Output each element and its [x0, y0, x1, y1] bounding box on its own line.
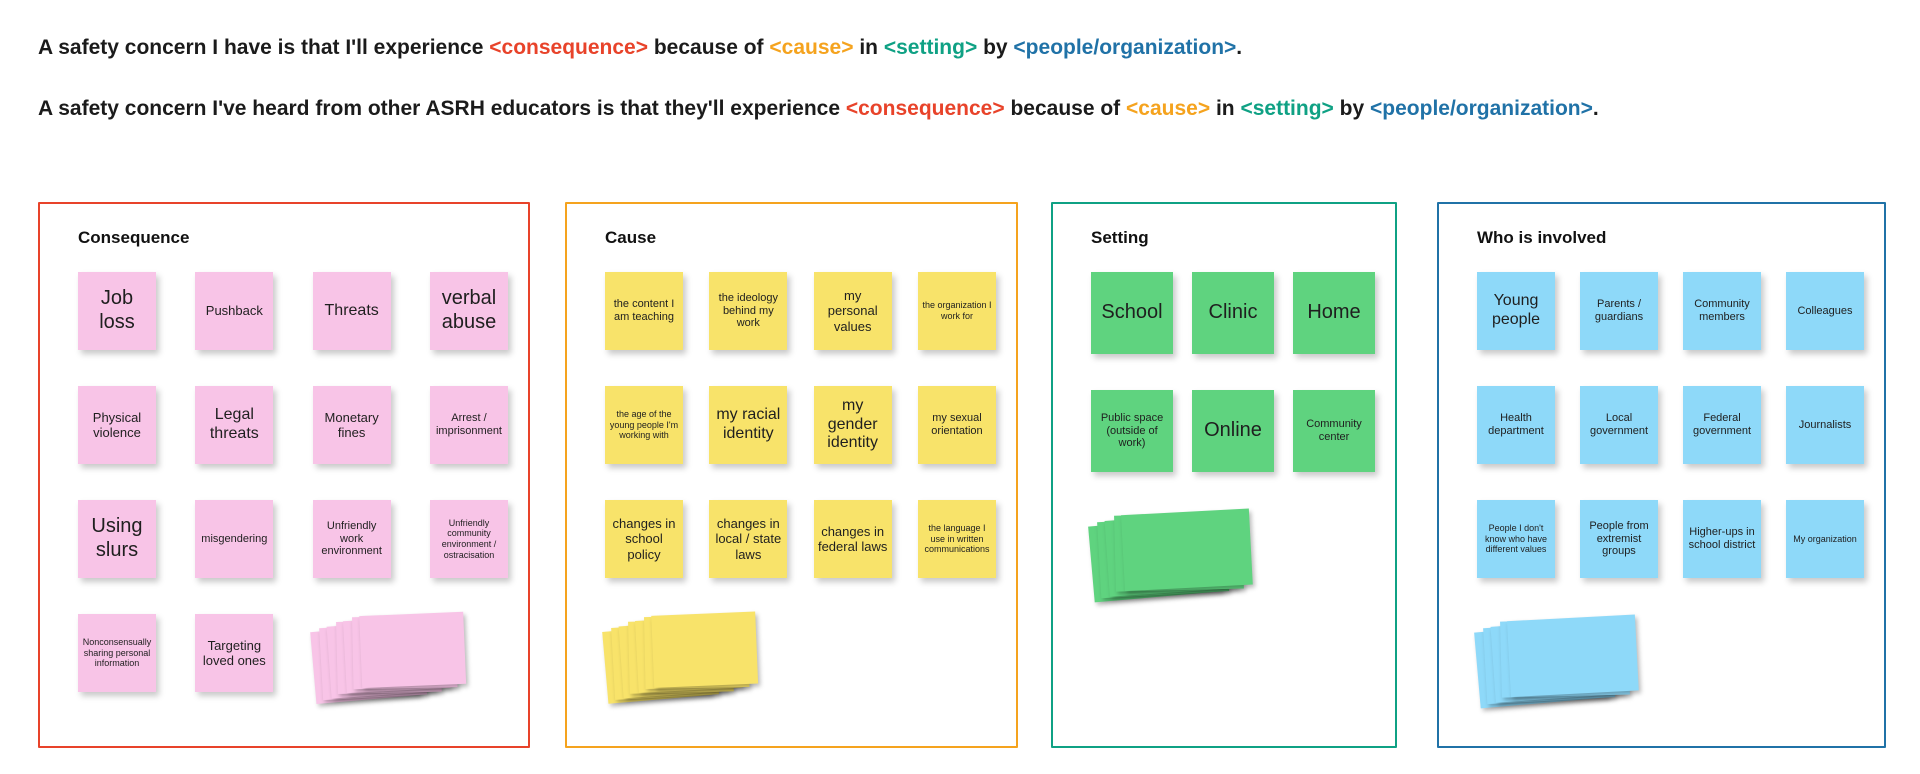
consequence-token: <consequence>: [845, 97, 1005, 120]
setting-token: <setting>: [1240, 97, 1334, 120]
sticky-note[interactable]: Parents / guardians: [1580, 272, 1658, 350]
sticky-note[interactable]: changes in federal laws: [813, 500, 892, 578]
sticky-note[interactable]: changes in school policy: [605, 500, 683, 578]
note-stack[interactable]: [1474, 611, 1659, 709]
stacked-note: [1120, 508, 1253, 592]
sticky-note[interactable]: Clinic: [1192, 272, 1274, 354]
sticky-note[interactable]: Health department: [1477, 386, 1555, 464]
consequence-token: <consequence>: [489, 36, 648, 59]
sticky-note[interactable]: People from extremist groups: [1580, 500, 1658, 578]
sticky-note[interactable]: Using slurs: [78, 500, 156, 578]
sticky-note[interactable]: the ideology behind my work: [709, 272, 788, 350]
sticky-note[interactable]: the age of the young people I'm working …: [605, 386, 683, 464]
sticky-note[interactable]: Community center: [1293, 390, 1375, 472]
prompt-text: because of: [1010, 97, 1121, 120]
cause-notes-grid: the content I am teaching the ideology b…: [602, 272, 996, 707]
sticky-note[interactable]: Threats: [312, 272, 391, 350]
stacked-note: [651, 611, 759, 688]
sticky-note[interactable]: my gender identity: [813, 386, 892, 464]
sticky-note[interactable]: my racial identity: [709, 386, 788, 464]
sticky-note[interactable]: the organization I work for: [917, 272, 996, 350]
sticky-note[interactable]: Unfriendly work environment: [312, 500, 391, 578]
frame-who-is-involved: Who is involved Young people Parents / g…: [1437, 202, 1886, 748]
prompt-text: by: [983, 36, 1008, 59]
sticky-note[interactable]: Arrest / imprisonment: [429, 386, 508, 464]
sticky-note[interactable]: Colleagues: [1786, 272, 1864, 350]
people-token: <people/organization>: [1370, 97, 1593, 120]
sticky-note[interactable]: Young people: [1477, 272, 1555, 350]
prompt-text: in: [859, 36, 878, 59]
setting-token: <setting>: [883, 36, 978, 59]
frame-setting: Setting School Clinic Home Public space …: [1051, 202, 1397, 748]
sticky-note[interactable]: misgendering: [195, 500, 274, 578]
cause-token: <cause>: [1126, 97, 1211, 120]
frame-title-consequence: Consequence: [78, 228, 190, 247]
people-token: <people/organization>: [1013, 36, 1237, 59]
cause-token: <cause>: [769, 36, 854, 59]
note-stack[interactable]: [309, 611, 509, 708]
sticky-note[interactable]: verbal abuse: [429, 272, 508, 350]
sticky-note[interactable]: Physical violence: [78, 386, 156, 464]
sticky-note[interactable]: changes in local / state laws: [709, 500, 788, 578]
prompt-text: A safety concern I've heard from other A…: [38, 97, 841, 120]
sticky-note[interactable]: the content I am teaching: [605, 272, 683, 350]
prompt-line-2[interactable]: A safety concern I've heard from other A…: [38, 97, 1599, 121]
sticky-note[interactable]: Nonconsensually sharing personal informa…: [78, 614, 156, 692]
sticky-note[interactable]: Higher-ups in school district: [1683, 500, 1761, 578]
sticky-note[interactable]: Federal government: [1683, 386, 1761, 464]
sticky-note[interactable]: Monetary fines: [312, 386, 391, 464]
frame-cause: Cause the content I am teaching the ideo…: [565, 202, 1018, 748]
note-stack[interactable]: [1088, 505, 1275, 603]
sticky-note[interactable]: Online: [1192, 390, 1274, 472]
sticky-note[interactable]: Home: [1293, 272, 1375, 354]
frame-title-who-is-involved: Who is involved: [1477, 228, 1607, 247]
prompt-text: .: [1592, 97, 1599, 120]
sticky-note[interactable]: Local government: [1580, 386, 1658, 464]
sticky-note[interactable]: Unfriendly community environment / ostra…: [429, 500, 508, 578]
frame-title-cause: Cause: [605, 228, 657, 247]
prompt-line-1[interactable]: A safety concern I have is that I'll exp…: [38, 36, 1242, 60]
sticky-note[interactable]: my sexual orientation: [917, 386, 996, 464]
frame-title-setting: Setting: [1091, 228, 1149, 247]
prompt-text: in: [1215, 97, 1235, 120]
prompt-text: because of: [653, 36, 764, 59]
sticky-note[interactable]: the language I use in written communicat…: [917, 500, 996, 578]
sticky-note[interactable]: Legal threats: [195, 386, 274, 464]
sticky-note[interactable]: Journalists: [1786, 386, 1864, 464]
sticky-note[interactable]: my personal values: [813, 272, 892, 350]
stacked-note: [1506, 614, 1639, 698]
sticky-note[interactable]: Job loss: [78, 272, 156, 350]
sticky-note[interactable]: School: [1091, 272, 1173, 354]
sticky-note[interactable]: Pushback: [195, 272, 274, 350]
frame-consequence: Consequence Job loss Pushback Threats ve…: [38, 202, 530, 748]
prompt-text: by: [1339, 97, 1365, 120]
who-notes-grid: Young people Parents / guardians Communi…: [1474, 272, 1864, 709]
note-stack[interactable]: [602, 611, 788, 707]
sticky-note[interactable]: Targeting loved ones: [195, 614, 274, 692]
prompt-text: .: [1236, 36, 1243, 59]
sticky-note[interactable]: Public space (outside of work): [1091, 390, 1173, 472]
sticky-note[interactable]: Community members: [1683, 272, 1761, 350]
consequence-notes-grid: Job loss Pushback Threats verbal abuse P…: [78, 272, 508, 704]
sticky-note[interactable]: People I don't know who have different v…: [1477, 500, 1555, 578]
setting-notes-grid: School Clinic Home Public space (outside…: [1088, 272, 1375, 603]
stacked-note: [358, 611, 466, 689]
sticky-note[interactable]: My organization: [1786, 500, 1864, 578]
prompt-text: A safety concern I have is that I'll exp…: [38, 36, 484, 59]
